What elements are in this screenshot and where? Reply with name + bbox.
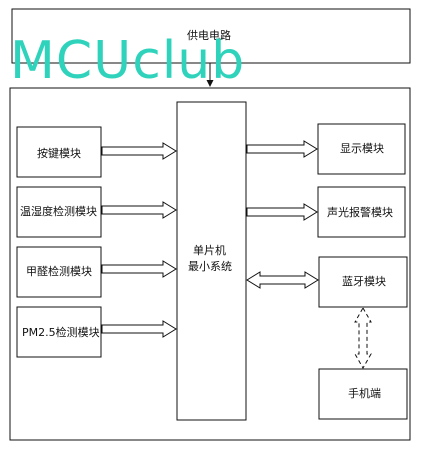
phone-label: 手机端 — [348, 386, 381, 400]
arrow-mcu-to-alarm — [246, 203, 318, 221]
arrow-temp-humidity-to-mcu — [101, 201, 177, 219]
mcu-label-line1: 单片机 — [193, 243, 226, 257]
arrow-pm25-to-mcu — [101, 320, 177, 338]
arrow-formaldehyde-to-mcu — [101, 260, 177, 278]
input-box-pm25 — [16, 306, 102, 358]
power-supply-box — [11, 8, 411, 64]
output-label-display: 显示模块 — [340, 142, 384, 155]
power-supply-label: 供电电路 — [187, 28, 231, 42]
input-label-temp-humidity: 温湿度检测模块 — [20, 204, 97, 218]
input-box-formaldehyde — [16, 246, 102, 298]
output-box-display — [317, 123, 406, 175]
mcu-label-line2: 最小系统 — [188, 260, 232, 273]
input-box-key — [16, 126, 102, 178]
output-label-bluetooth: 蓝牙模块 — [342, 275, 386, 288]
arrow-bluetooth-phone-wireless — [354, 306, 372, 370]
mcu-box — [176, 101, 247, 421]
arrow-mcu-bluetooth-bidirectional — [246, 271, 319, 289]
arrow-key-to-mcu — [101, 142, 177, 160]
input-box-temp-humidity — [16, 186, 102, 238]
arrow-mcu-to-display — [246, 140, 318, 158]
system-frame — [9, 87, 411, 441]
output-box-bluetooth — [318, 256, 408, 308]
watermark-logo: MCUclub — [10, 31, 245, 91]
input-label-key: 按键模块 — [37, 146, 81, 160]
output-box-alarm — [317, 186, 406, 238]
input-label-formaldehyde: 甲醛检测模块 — [26, 264, 92, 278]
output-label-alarm: 声光报警模块 — [327, 205, 393, 219]
input-label-pm25: PM2.5检测模块 — [22, 325, 100, 339]
